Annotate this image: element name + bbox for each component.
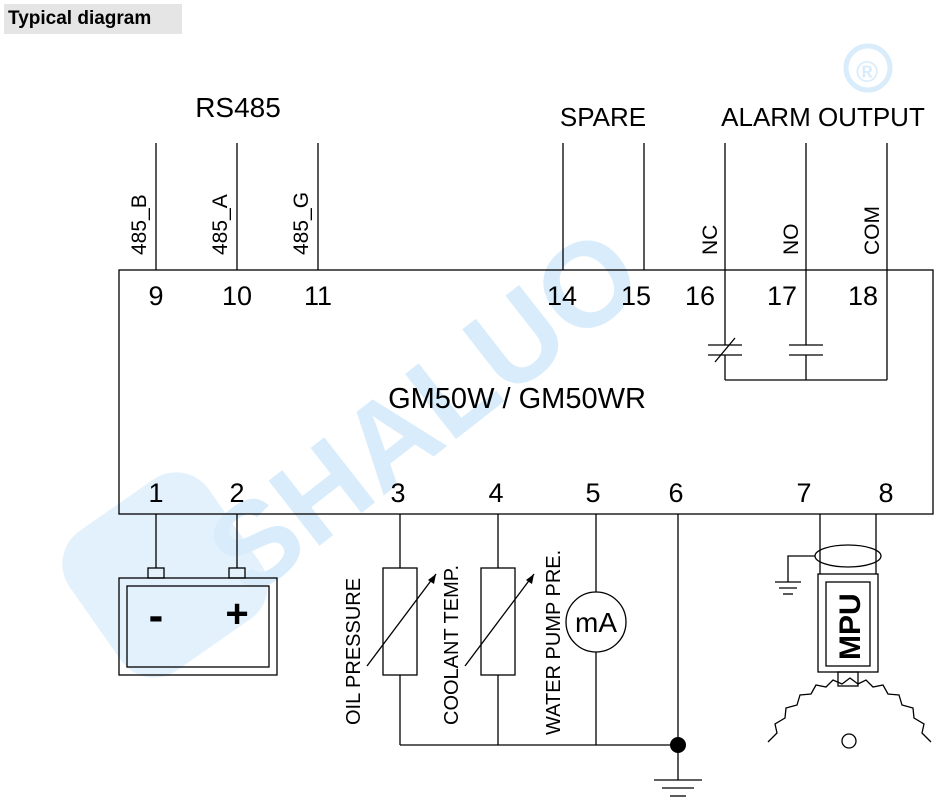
signal-nc: NC	[699, 225, 722, 255]
terminal-16: 16	[685, 281, 715, 311]
sensors: OIL PRESSURE COOLANT TEMP. mA WATER PUMP…	[343, 514, 702, 797]
ma-label: mA	[575, 607, 617, 638]
oil-sensor-arrowhead	[428, 574, 436, 584]
water-pump-label: WATER PUMP PRE.	[543, 550, 565, 735]
nc-contact-slash	[714, 337, 736, 363]
terminal-5: 5	[585, 478, 600, 508]
battery-minus-sign: -	[149, 591, 164, 640]
terminal-15: 15	[621, 281, 651, 311]
terminal-6: 6	[668, 478, 683, 508]
rs485-label: RS485	[195, 92, 281, 123]
shield-drain-wire	[787, 555, 815, 582]
spare-label: SPARE	[560, 102, 646, 132]
watermark: SHALUO ®	[62, 43, 893, 678]
battery-inner	[126, 585, 270, 668]
terminal-4: 4	[488, 478, 503, 508]
terminal-9: 9	[148, 281, 163, 311]
controller-box	[118, 269, 934, 515]
page-title: Typical diagram	[4, 4, 182, 34]
oil-pressure-label: OIL PRESSURE	[343, 578, 365, 725]
signal-com: COM	[861, 206, 884, 255]
signal-no: NO	[780, 224, 803, 256]
terminal-10: 10	[222, 281, 252, 311]
watermark-logo-shape	[62, 472, 268, 678]
shield-ellipse	[814, 544, 882, 568]
terminal-18: 18	[848, 281, 878, 311]
device-name: GM50W / GM50WR	[388, 383, 646, 415]
watermark-mark: ®	[856, 56, 878, 89]
coolant-sensor-arrowhead	[526, 574, 534, 584]
signal-485a: 485_A	[209, 194, 232, 255]
terminal-1: 1	[148, 478, 163, 508]
terminal-11: 11	[304, 281, 332, 311]
mpu-sensor: MPU	[767, 514, 932, 749]
alarm-output-label: ALARM OUTPUT	[721, 102, 925, 132]
flywheel-gear-teeth	[767, 677, 932, 743]
mpu-inner-body	[825, 581, 871, 667]
battery-body	[118, 577, 278, 676]
ground-junction-dot	[670, 737, 686, 753]
mpu-tip	[837, 671, 859, 687]
watermark-registered-icon	[843, 43, 893, 93]
battery: - +	[118, 514, 278, 676]
coolant-sensor-arrow	[464, 573, 535, 667]
signal-485g: 485_G	[290, 192, 313, 255]
terminal-2: 2	[229, 478, 244, 508]
battery-plus-sign: +	[225, 592, 248, 636]
terminal-8: 8	[878, 478, 893, 508]
relay-contacts	[708, 337, 887, 381]
mpu-label: MPU	[834, 593, 867, 660]
oil-sensor-arrow	[366, 573, 437, 667]
terminal-17: 17	[767, 281, 797, 311]
terminal-14: 14	[547, 281, 577, 311]
terminal-3: 3	[390, 478, 405, 508]
signal-485b: 485_B	[128, 194, 151, 255]
terminal-7: 7	[796, 478, 811, 508]
flywheel-center	[841, 733, 857, 749]
coolant-temp-label: COOLANT TEMP.	[441, 565, 463, 725]
